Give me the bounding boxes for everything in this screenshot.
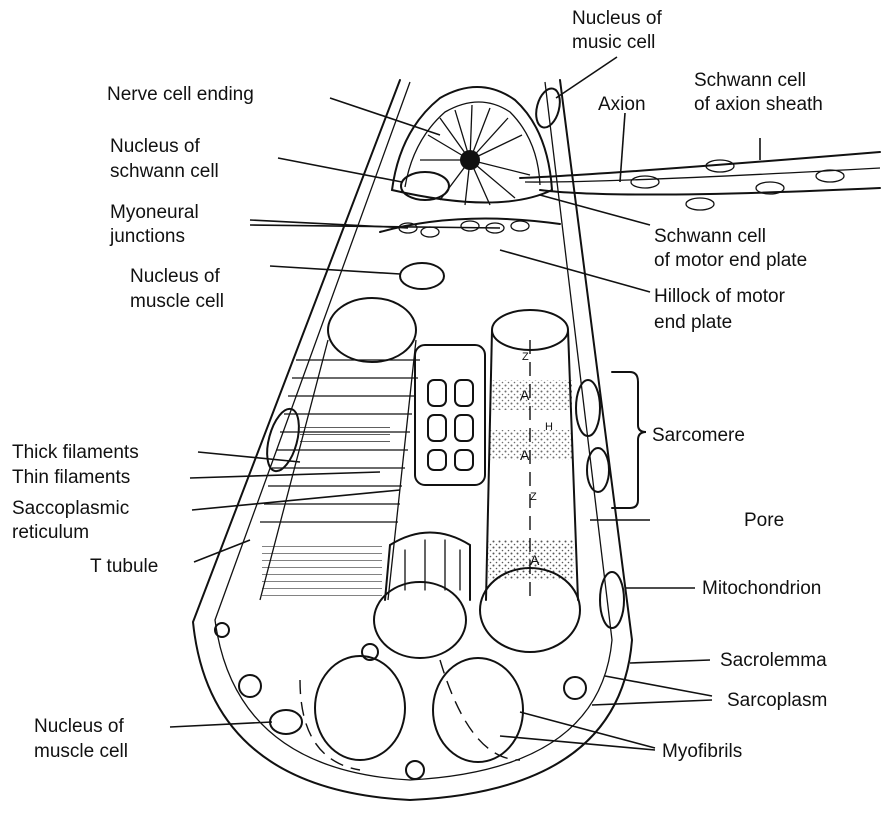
label-nucleus-muscle-cell-top-1: Nucleus of	[130, 266, 220, 287]
label-myoneural-junctions-1: Myoneural	[110, 202, 199, 223]
label-sarcoplasm: Sarcoplasm	[727, 690, 827, 711]
label-thick-filaments: Thick filaments	[12, 442, 139, 463]
label-schwann-motor-end-plate-2: of motor end plate	[654, 250, 807, 271]
label-schwann-axion-sheath-1: Schwann cell	[694, 70, 806, 91]
striated-myofibril-block	[259, 297, 420, 601]
band-label-6: A	[530, 552, 540, 568]
label-nerve-cell-ending: Nerve cell ending	[107, 84, 254, 105]
reticulum-lattice	[414, 344, 486, 486]
labels: Nucleus of music cell Axion Schwann cell…	[12, 8, 827, 762]
myofibril-cross-sections	[299, 567, 581, 771]
label-nucleus-music-cell-2: music cell	[572, 32, 655, 53]
label-schwann-motor-end-plate-1: Schwann cell	[654, 226, 766, 247]
label-nucleus-muscle-cell-bottom-1: Nucleus of	[34, 716, 124, 737]
label-saccoplasmic-reticulum-1: Saccoplasmic	[12, 498, 129, 519]
label-myofibrils: Myofibrils	[662, 741, 742, 762]
label-thin-filaments: Thin filaments	[12, 467, 130, 488]
leader-lines	[169, 56, 761, 751]
label-pore: Pore	[744, 510, 784, 531]
label-hillock-motor-end-plate-2: end plate	[654, 312, 732, 333]
label-nucleus-muscle-cell-bottom-2: muscle cell	[34, 741, 128, 762]
label-nucleus-music-cell-1: Nucleus of	[572, 8, 662, 29]
label-hillock-motor-end-plate-1: Hillock of motor	[654, 286, 786, 307]
label-myoneural-junctions-2: junctions	[109, 226, 185, 247]
label-sacrolemma: Sacrolemma	[720, 650, 827, 671]
music-cell-nucleus	[535, 87, 561, 129]
label-nucleus-schwann-cell-2: schwann cell	[110, 161, 219, 182]
label-schwann-axion-sheath-2: of axion sheath	[694, 94, 823, 115]
band-label-4: A	[520, 447, 530, 463]
sarcomere-brace	[611, 371, 647, 509]
label-mitochondrion: Mitochondrion	[702, 578, 821, 599]
band-label-3: H	[545, 421, 553, 433]
label-nucleus-muscle-cell-top-2: muscle cell	[130, 291, 224, 312]
motor-end-plate	[379, 86, 561, 238]
muscle-cell-nucleus-bottom	[269, 709, 303, 735]
mitochondria	[214, 379, 625, 780]
band-label-1: Z	[522, 351, 529, 363]
label-nucleus-schwann-cell-1: Nucleus of	[110, 136, 200, 157]
label-saccoplasmic-reticulum-2: reticulum	[12, 522, 89, 543]
axon-and-sheath	[519, 151, 881, 211]
schwann-cell-nucleus	[400, 171, 450, 201]
muscle-cell-nucleus-top	[399, 262, 445, 290]
label-t-tubule: T tubule	[90, 556, 158, 577]
muscle-fiber-outline	[191, 79, 634, 802]
band-label-5: Z	[530, 491, 537, 503]
myofibril-column-right: Z A H A Z A	[485, 309, 579, 601]
label-axion: Axion	[598, 94, 646, 115]
label-sarcomere: Sarcomere	[652, 425, 745, 446]
myofibril-column-middle	[384, 531, 471, 601]
band-label-2: A	[520, 387, 530, 403]
